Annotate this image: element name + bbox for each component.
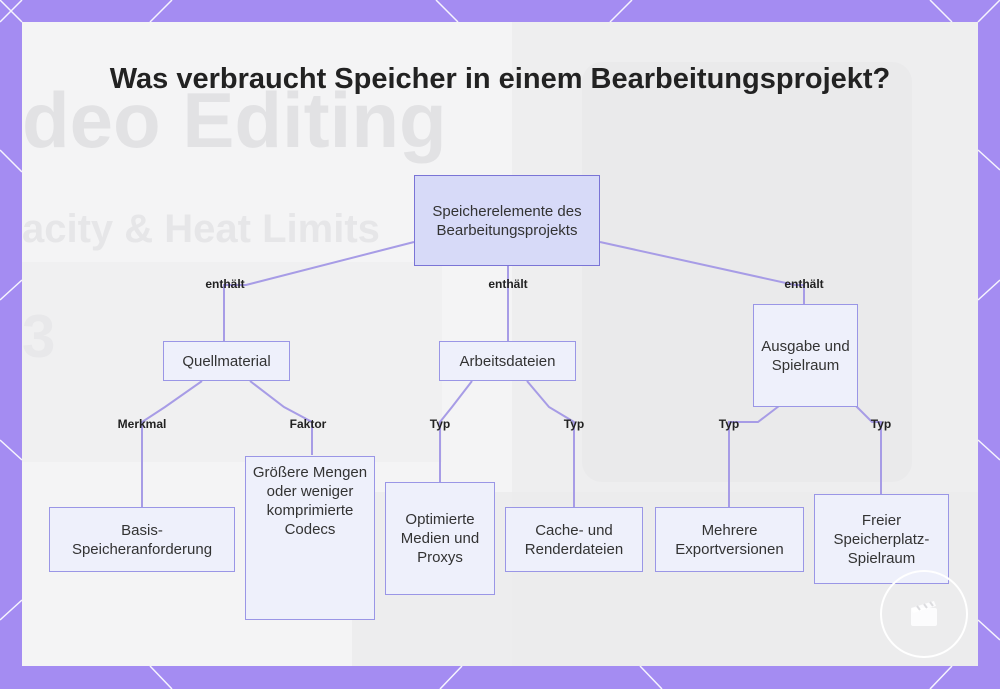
leaf-node-base-storage: Basis-Speicheranforderung (49, 507, 235, 572)
category-node-work-files: Arbeitsdateien (439, 341, 576, 381)
edge-label-type: Typ (429, 417, 451, 431)
brand-logo (880, 570, 968, 658)
edge-label-type: Typ (563, 417, 585, 431)
clapperboard-icon (911, 601, 937, 626)
edge-label-type: Typ (870, 417, 892, 431)
edge-label-characteristic: Merkmal (117, 417, 167, 431)
leaf-node-free-space: Freier Speicherplatz-Spielraum (814, 494, 949, 584)
edge-label-contains: enthält (205, 277, 245, 291)
category-node-source-material: Quellmaterial (163, 341, 290, 381)
category-node-output-headroom: Ausgabe und Spielraum (753, 304, 858, 407)
svg-text:deo Editing: deo Editing (22, 76, 447, 164)
edge-label-factor: Faktor (289, 417, 327, 431)
connector-lines (141, 241, 882, 507)
svg-text:3: 3 (22, 303, 55, 370)
edge-label-contains: enthält (784, 277, 824, 291)
leaf-node-export-versions: Mehrere Exportversionen (655, 507, 804, 572)
edge-label-contains: enthält (488, 277, 528, 291)
svg-text:acity & Heat Limits: acity & Heat Limits (22, 207, 380, 251)
root-node: Speicherelemente des Bearbeitungsprojekt… (414, 175, 600, 266)
leaf-node-cache-render: Cache- und Renderdateien (505, 507, 643, 572)
edge-label-type: Typ (718, 417, 740, 431)
diagram-title: Was verbraucht Speicher in einem Bearbei… (109, 63, 891, 95)
diagram-card: deo Editing acity & Heat Limits 3 Was ve… (22, 22, 978, 666)
leaf-node-optimized-media: Optimierte Medien und Proxys (385, 482, 495, 595)
leaf-node-larger-codecs: Größere Mengen oder weniger komprimierte… (245, 456, 375, 620)
